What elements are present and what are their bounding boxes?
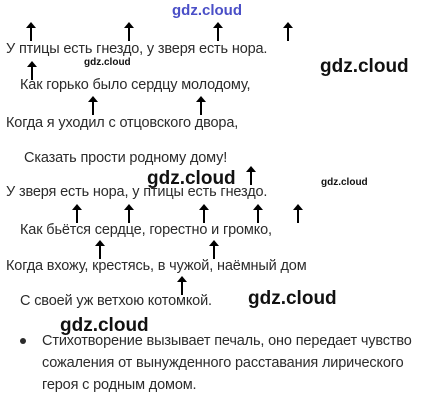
up-arrow-icon [177,276,187,296]
watermark-small-2: gdz.cloud [321,177,368,188]
up-arrow-icon [213,22,223,42]
up-arrow-icon [199,204,209,224]
watermark-big-2: gdz.cloud [147,168,236,189]
watermark-top: gdz.cloud [172,2,242,19]
poem-line-1: У птицы есть гнездо, у зверя есть нора. [6,41,268,57]
conclusion-text: Стихотворение вызывает печаль, оно перед… [42,333,412,393]
poem-line-6: Как бьётся сердце, горестно и громко, [20,222,272,238]
watermark-big-1: gdz.cloud [320,56,409,77]
bullet-dot-icon [20,338,26,344]
poem-line-3: Когда я уходил с отцовского двора, [6,115,239,131]
up-arrow-icon [196,96,206,116]
poem-line-2: Как горько было сердцу молодому, [20,77,251,93]
watermark-big-3: gdz.cloud [248,288,337,309]
up-arrow-icon [95,240,105,260]
poem-line-7: Когда вхожу, крестясь, в чужой, наёмный … [6,258,307,274]
up-arrow-icon [246,166,256,186]
up-arrow-icon [124,22,134,42]
poem-line-8: С своей уж ветхою котомкой. [20,293,212,309]
poem-line-5: У зверя есть нора, у птицы есть гнездо. [6,184,268,200]
poem-line-4: Сказать прости родному дому! [24,150,228,166]
watermark-small-1: gdz.cloud [84,57,131,68]
up-arrow-icon [124,204,134,224]
up-arrow-icon [72,204,82,224]
up-arrow-icon [209,240,219,260]
up-arrow-icon [88,96,98,116]
up-arrow-icon [253,204,263,224]
up-arrow-icon [283,22,293,42]
watermark-big-4: gdz.cloud [60,315,149,336]
up-arrow-icon [293,204,303,224]
up-arrow-icon [27,61,37,81]
up-arrow-icon [26,22,36,42]
